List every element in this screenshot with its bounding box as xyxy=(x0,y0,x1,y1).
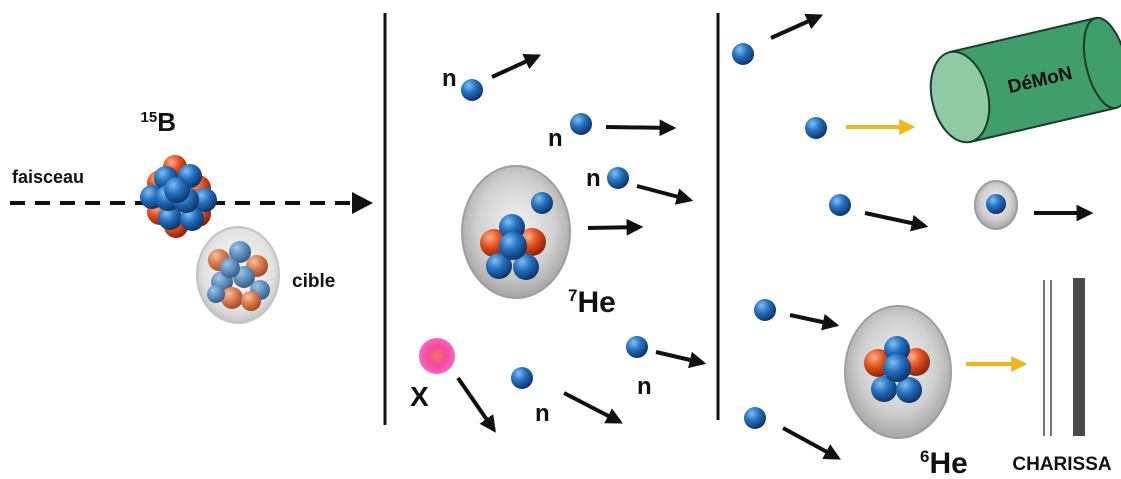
neutron xyxy=(732,43,754,65)
boron-15-label: 15B xyxy=(141,107,176,137)
neutron-arrow xyxy=(636,184,694,205)
panel-beam-target: faisceau 15B xyxy=(10,107,373,324)
helium-7-label: 7He xyxy=(568,286,616,319)
neutron-arrow xyxy=(864,211,929,232)
fragment-x xyxy=(419,338,455,374)
neutron xyxy=(805,117,827,139)
neutron xyxy=(607,167,629,189)
neutron-arrow xyxy=(655,350,707,369)
neutron xyxy=(986,194,1006,214)
demon-detector: DéMoN xyxy=(929,16,1121,144)
neutron-arrow xyxy=(782,426,841,460)
target-nucleus xyxy=(196,226,280,324)
neutron xyxy=(626,336,648,358)
panel-breakup: n n n 7He X n n xyxy=(410,53,707,433)
charissa-detector xyxy=(1043,278,1085,436)
beam-arrowhead xyxy=(352,192,373,214)
neutron xyxy=(511,367,533,389)
beam-label: faisceau xyxy=(12,167,84,187)
neutron-label: n xyxy=(637,373,652,400)
neutron xyxy=(461,79,483,101)
fragment-x-label: X xyxy=(410,381,429,412)
neutron-arrow xyxy=(563,391,623,424)
neutron xyxy=(829,194,851,216)
helium-6-nucleus xyxy=(844,305,952,439)
neutron-label: n xyxy=(586,165,601,192)
neutron-arrow xyxy=(605,119,677,137)
boron-15-nucleus xyxy=(140,155,217,238)
neutron xyxy=(754,299,776,321)
neutron-label: n xyxy=(548,125,563,152)
neutron-label: n xyxy=(535,400,550,427)
target-label: cible xyxy=(292,271,335,292)
helium-6-label: 6He xyxy=(920,447,968,479)
helium-7-nucleus xyxy=(461,165,571,299)
helium-7-arrow xyxy=(587,218,644,236)
neutron-label: n xyxy=(442,65,457,92)
neutron-arrow xyxy=(789,313,840,331)
neutron xyxy=(570,113,592,135)
charissa-label: CHARISSA xyxy=(1012,454,1112,475)
neutron xyxy=(744,407,766,429)
neutron-arrow xyxy=(770,13,824,40)
panel-detection: DéMoN 6He C xyxy=(732,13,1121,479)
neutron-arrow xyxy=(491,53,542,79)
fragment-x-arrow xyxy=(456,376,496,433)
